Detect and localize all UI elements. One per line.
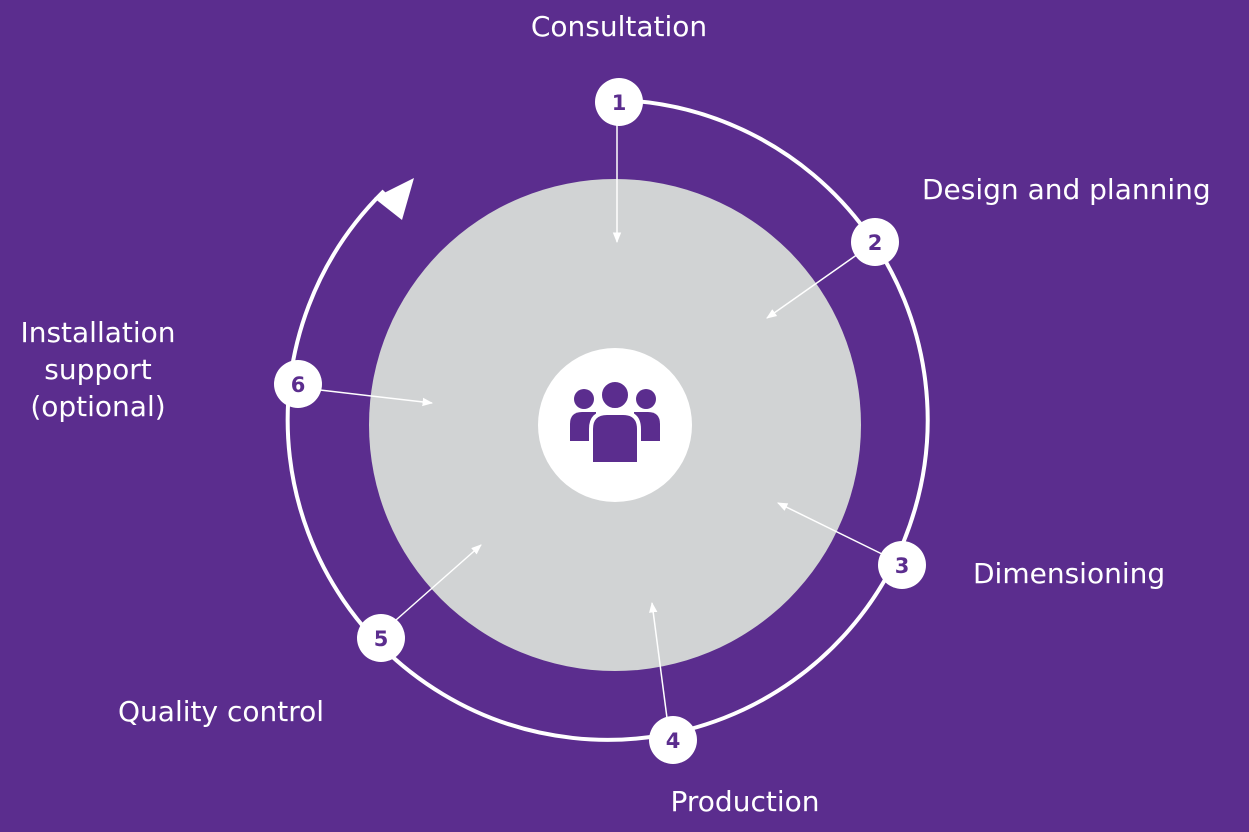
connector-arrow-5 xyxy=(395,544,482,621)
group-of-people-icon xyxy=(570,378,660,466)
svg-text:1: 1 xyxy=(612,91,627,115)
svg-text:3: 3 xyxy=(895,554,910,578)
step-label-consultation: Consultation xyxy=(530,10,708,43)
cycle-direction-arrowhead xyxy=(374,178,414,220)
step-label-production: Production xyxy=(670,785,820,818)
step-badge-2: 2 xyxy=(851,218,899,266)
step-badge-5: 5 xyxy=(357,614,405,662)
connector-arrow-2 xyxy=(766,253,859,319)
step-badge-1: 1 xyxy=(595,78,643,126)
connector-arrow-3 xyxy=(777,502,885,556)
step-label-installation-line-2: support xyxy=(44,353,152,386)
svg-text:4: 4 xyxy=(666,729,681,753)
svg-text:6: 6 xyxy=(291,373,306,397)
svg-text:5: 5 xyxy=(374,627,389,651)
step-badge-6: 6 xyxy=(274,360,322,408)
step-badge-3: 3 xyxy=(878,541,926,589)
step-badge-4: 4 xyxy=(649,716,697,764)
step-label-dimensioning: Dimensioning xyxy=(973,557,1166,590)
step-label-design-and-planning: Design and planning xyxy=(922,173,1211,206)
step-label-installation-support: Installation support (optional) xyxy=(0,314,196,425)
svg-text:2: 2 xyxy=(868,231,883,255)
step-label-installation-line-1: Installation xyxy=(20,316,176,349)
connector-arrow-6 xyxy=(319,389,434,407)
connector-arrow-4 xyxy=(649,601,668,719)
step-label-installation-line-3: (optional) xyxy=(30,390,166,423)
step-label-quality-control: Quality control xyxy=(118,695,325,728)
